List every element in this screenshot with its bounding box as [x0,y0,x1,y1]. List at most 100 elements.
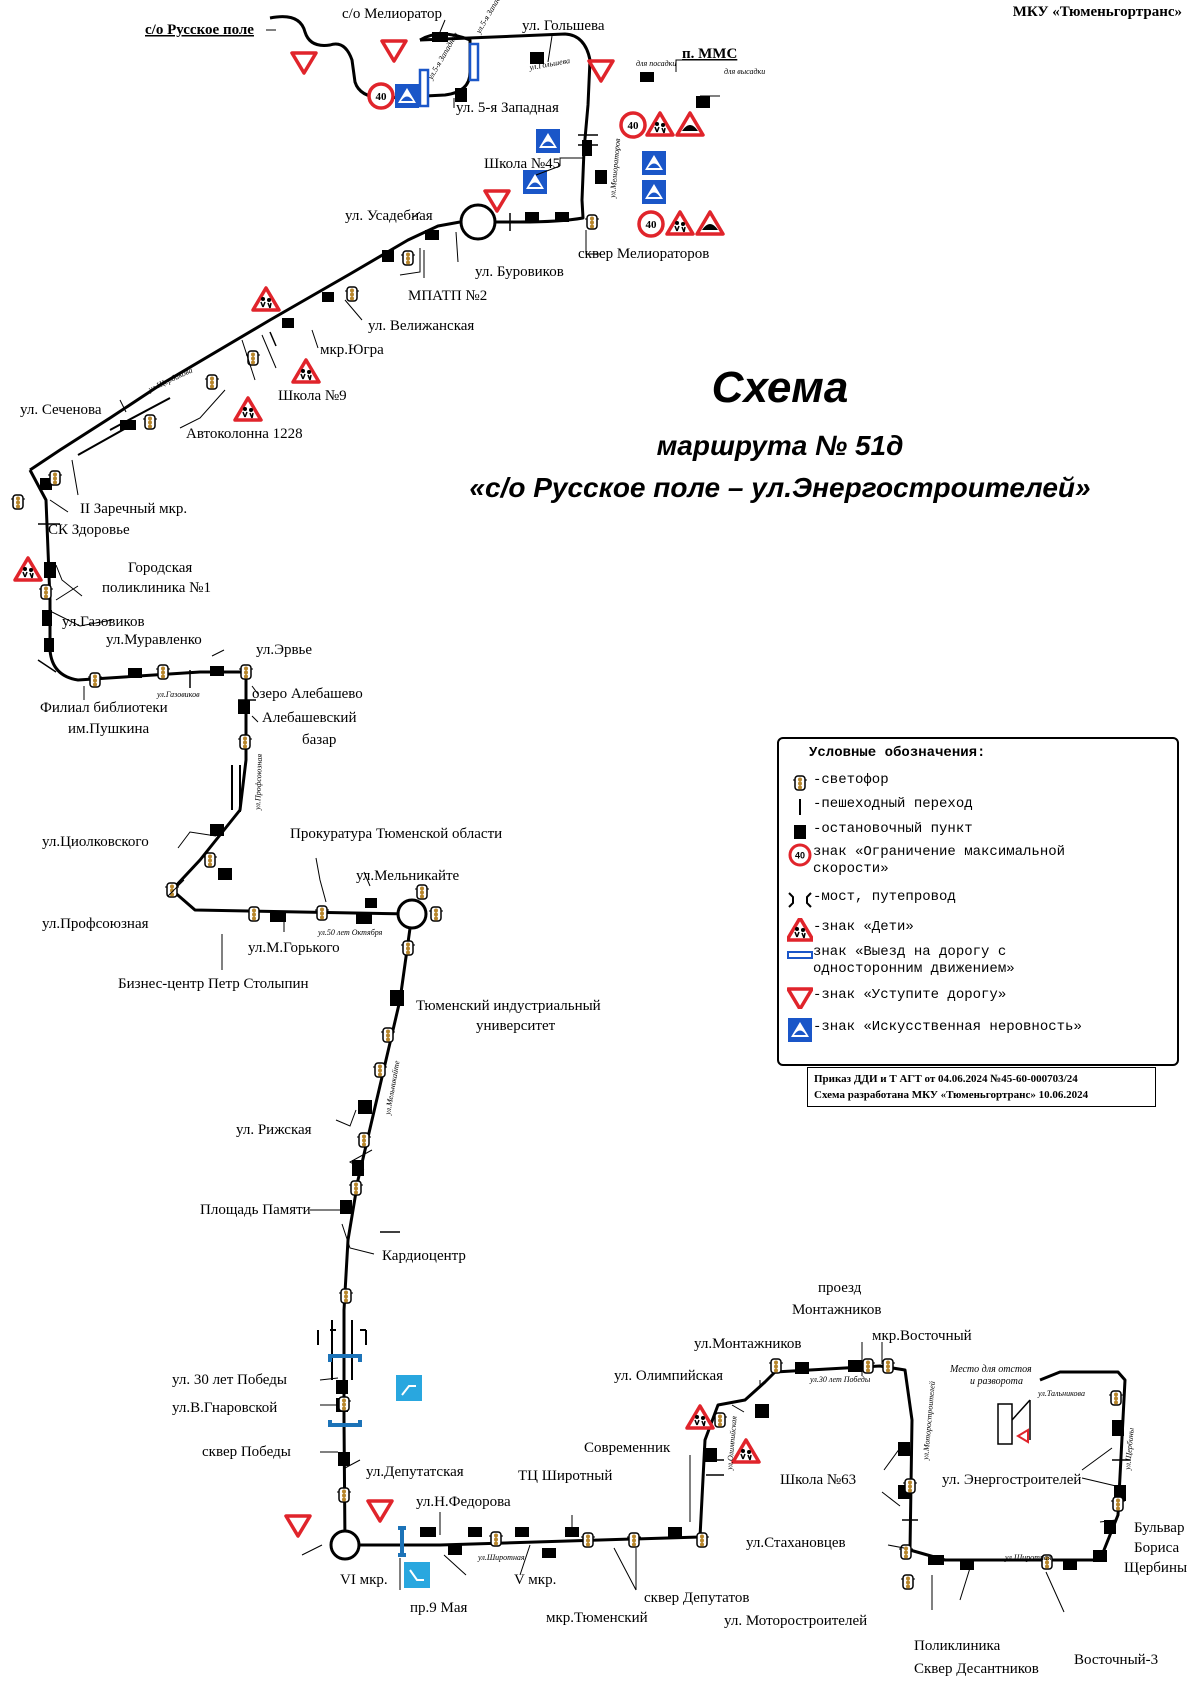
street-label: ул.Щербины [1123,1427,1136,1471]
legend: Условные обозначения: -светофор -пешеход… [777,737,1179,1066]
stop-label: ул.Циолковского [42,834,149,850]
stop-label: ТЦ Широтный [518,1468,612,1484]
stop-label: ул. Рижская [236,1122,312,1138]
stop-label: ул. Гольшева [522,18,605,34]
oneway-sign-icon [787,944,813,966]
speed-bump-sign-icon [787,1018,813,1042]
stop-label: Алебашевский [262,710,356,726]
stop-label: ул. Усадебная [345,208,433,224]
stop-label: ул. Олимпийская [614,1368,723,1384]
order-line: Приказ ДДИ и Т АГТ от 04.06.2024 №45-60-… [814,1073,1078,1085]
roundabout-3 [329,1529,361,1561]
stop-label: Кардиоцентр [382,1248,466,1264]
bump-light-signs [396,1375,430,1588]
stop-label: ул.Стахановцев [746,1535,846,1551]
stop-label: ул. Энергостроителей [942,1472,1081,1488]
stop-label: п. ММС [682,46,737,62]
stop-label: с/о Русское поле [145,22,254,38]
speed-limit-signs: 40 40 40 [367,82,665,238]
stop-label: Современник [584,1440,671,1456]
svg-text:40: 40 [646,219,658,231]
stop-label: с/о Мелиоратор [342,6,442,22]
stop-label: ул. 5-я Западная [456,100,559,116]
legend-item-bridge: -мост, путепровод [787,889,956,911]
street-label: ул.5-я Западная [473,0,508,36]
legend-item-stop: -остановочный пункт [787,821,973,843]
legend-item-crossing: -пешеходный переход [787,796,973,818]
stop-label: ул. Буровиков [475,264,564,280]
stop-label: ул.Мельникайте [356,868,460,884]
stop-label: пр.9 Мая [410,1600,468,1616]
stop-label: ул.Эрвье [256,642,312,658]
stop-label: университет [476,1018,556,1034]
developer-line: Схема разработана МКУ «Тюменьгортранс» 1… [814,1089,1089,1101]
stop-label: озеро Алебашево [252,686,363,702]
stop-label: Городская [128,560,192,576]
stop-label: ул.Монтажников [694,1336,802,1352]
street-label: ул.Тальникова [1037,1389,1085,1398]
stop-label: Бульвар [1134,1520,1184,1536]
stop-label: ул. Моторостроителей [724,1613,867,1629]
legend-item-children: -знак «Дети» [787,918,914,942]
stop-label: Бориса [1134,1540,1179,1556]
stop-label: сквер Мелиораторов [578,246,709,262]
organization-name: МКУ «Тюменьгортранс» [1012,4,1182,20]
roundabout-1 [459,203,497,241]
street-label: ул.Моторостроителей [921,1381,937,1461]
stop-label: им.Пушкина [68,721,149,737]
road-signs [13,39,761,1538]
svg-text:40: 40 [376,91,388,103]
stop-label: ул.Депутатская [366,1464,464,1480]
bridge-icon [787,889,813,911]
street-label: ул.Профсоюзная [253,753,264,811]
stop-label: ул. 30 лет Победы [172,1372,287,1388]
street-label: ул.Мелиораторов [608,138,622,200]
route-number: маршрута № 51д [656,430,904,461]
stop-label: мкр.Восточный [872,1328,972,1344]
legend-heading: Условные обозначения: [809,745,986,761]
stop-label: ул.Муравленко [106,632,202,648]
legend-item-yield: -знак «Уступите дорогу» [787,987,1006,1009]
scheme-title: Схема [711,363,849,412]
street-label: для посадки [636,59,676,68]
street-label: ул.Щербакова [146,366,194,395]
stop-label: Тюменский индустриальный [416,998,601,1014]
street-label: Место для отстоя [949,1364,1032,1375]
street-label: для высадки [724,67,765,76]
street-label: ул.Широтная [477,1553,525,1562]
stop-label: Сквер Десантников [914,1661,1039,1677]
stop-label: Школа №45 [484,156,560,172]
stop-label: мкр.Югра [320,342,384,358]
yield-sign-icon [787,987,813,1009]
stop-label: мкр.Тюменский [546,1610,648,1626]
stop-label: Восточный-3 [1074,1652,1158,1668]
crossings [37,134,1130,1521]
stop-label: ул.Н.Федорова [416,1494,511,1510]
terminal-area [997,1399,1031,1445]
legend-item-traffic-light: -светофор [787,772,889,794]
svg-text:40: 40 [795,851,805,861]
oneway-signs [418,42,480,108]
leader-lines [49,19,1117,1613]
stop-label: сквер Депутатов [644,1590,749,1606]
stop-label: Прокуратура Тюменской области [290,826,502,842]
legend-item-speed: 40 знак «Ограничение максимальной скорос… [787,843,1065,878]
stop-label: МПАТП №2 [408,288,487,304]
blue-bridge [328,1354,406,1557]
stop-label: Щербины [1124,1560,1187,1576]
stop-label: V мкр. [514,1572,556,1588]
traffic-light-icon [787,772,813,794]
speed-limit-icon: 40 [787,843,813,867]
street-label: ул.Широтная [1004,1553,1052,1562]
street-label: ул.50 лет Октября [317,928,383,937]
stop-label: Автоколонна 1228 [186,426,303,442]
stop-label: ул.Газовиков [62,614,145,630]
street-label: ул.30 лет Победы [809,1375,871,1384]
stop-label: Бизнес-центр Петр Столыпин [118,976,309,992]
stop-label: поликлиника №1 [102,580,211,596]
stop-label: ул. Сеченова [20,402,102,418]
svg-text:40: 40 [628,120,640,132]
stop-label: ул. Велижанская [368,318,474,334]
stop-label: ул.В.Гнаровской [172,1400,277,1416]
